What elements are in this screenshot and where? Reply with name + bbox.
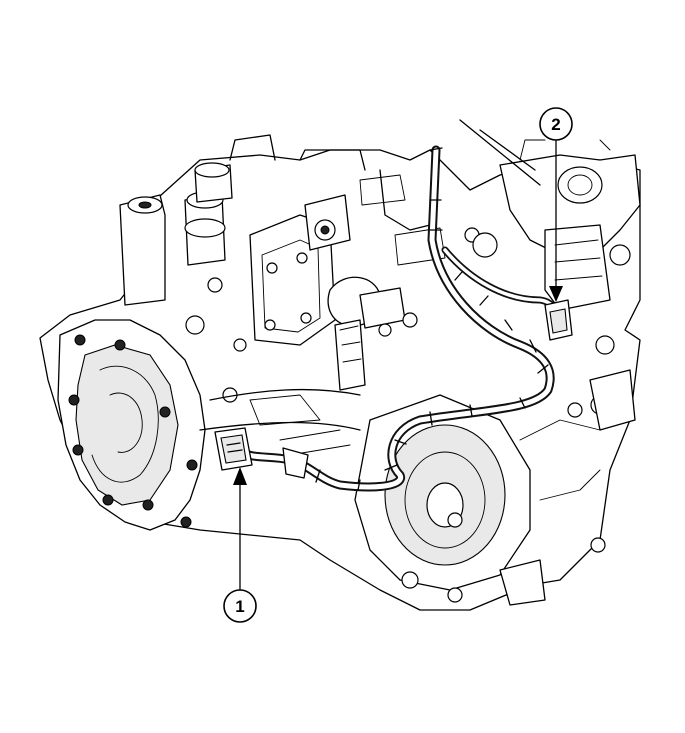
callout-circle-2 (539, 107, 573, 141)
bolt-icon (114, 339, 126, 351)
arrow-head-icon (549, 286, 563, 302)
wiring-harness (214, 145, 573, 492)
differential-housing (199, 388, 606, 606)
bolt-icon (102, 494, 114, 506)
bolt-icon (68, 394, 80, 406)
callout-1: 1 (223, 467, 257, 623)
callout-label-1: 1 (235, 597, 244, 616)
bolt-icon (74, 334, 86, 346)
callout-2: 2 (539, 107, 573, 302)
bolt-icon (186, 459, 198, 471)
bolt-icon (72, 444, 84, 456)
bolt-icon (142, 499, 154, 511)
bolt-icon (180, 516, 192, 528)
callout-circle-1 (223, 589, 257, 623)
bolt-icon (159, 406, 171, 418)
callout-label-2: 2 (551, 115, 560, 134)
upper-components (119, 134, 498, 403)
arrow-head-icon (233, 467, 247, 485)
